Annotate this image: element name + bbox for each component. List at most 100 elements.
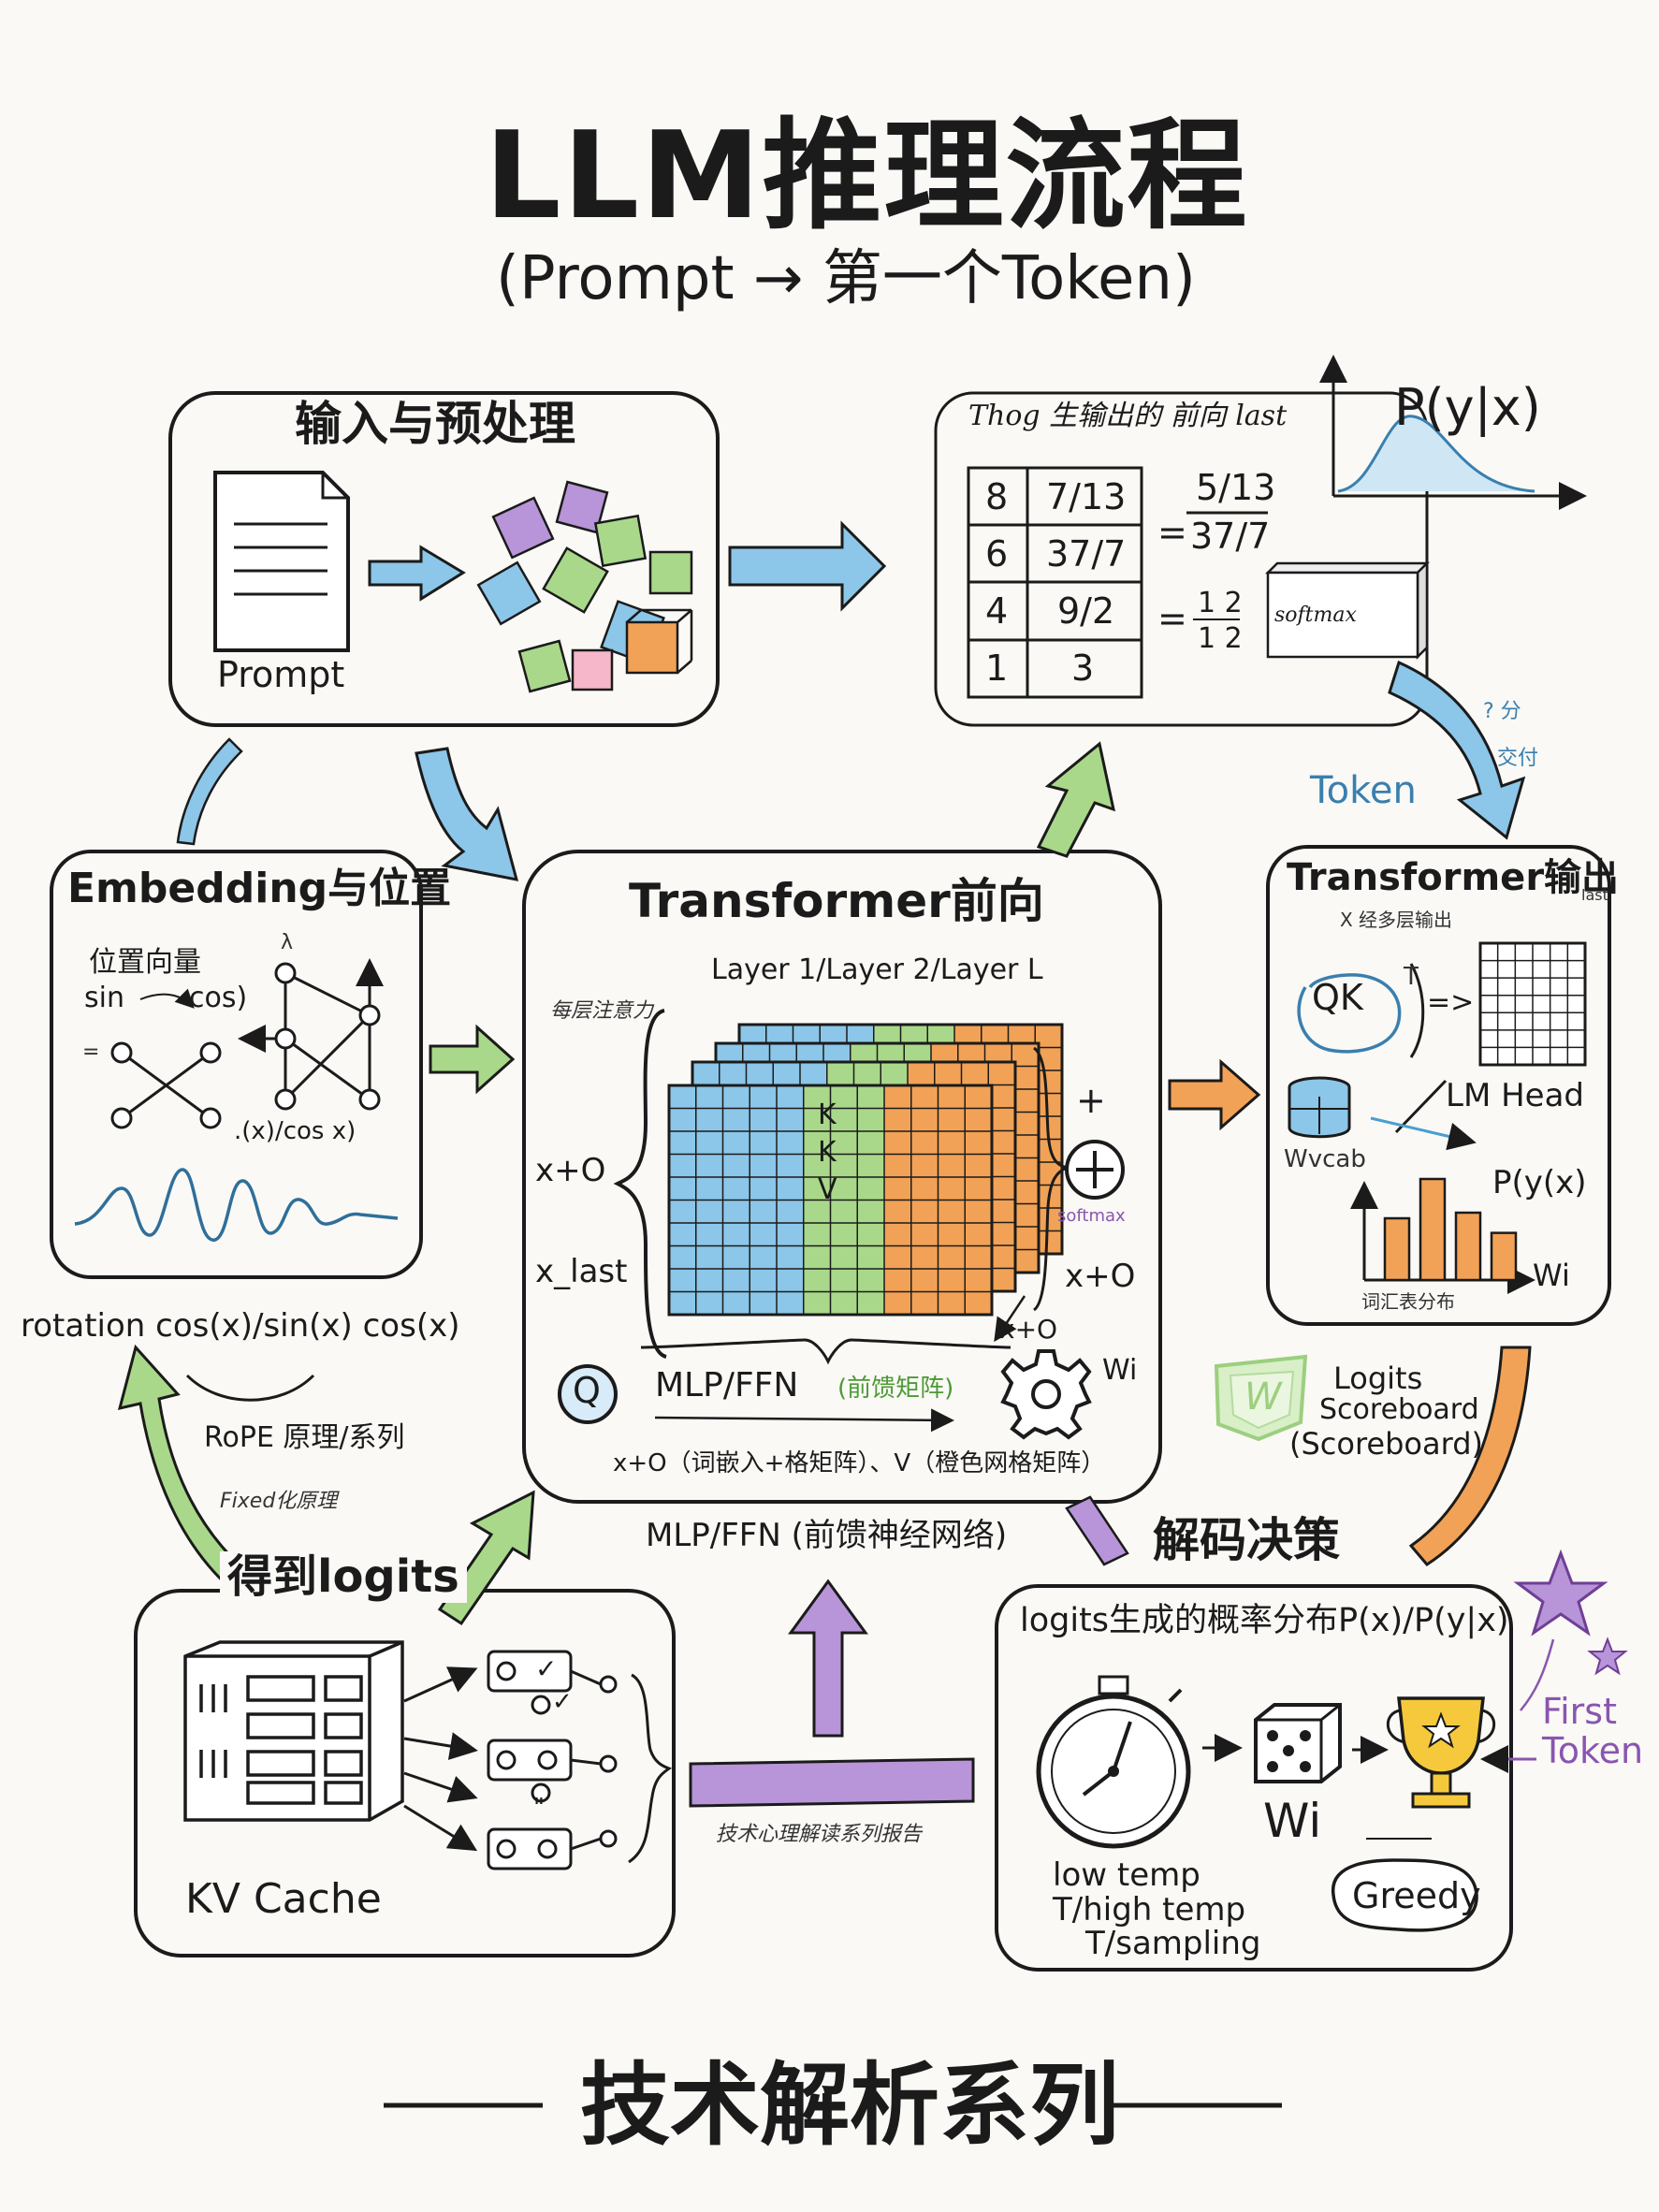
scoreboard-label: Scoreboard [1319,1393,1479,1426]
table-cell-1-1: 37/7 [1046,533,1127,575]
table-cell-3-0: 1 [985,648,1009,689]
page-title: LLM推理流程 [485,107,1249,246]
kv-cache-label: KV Cache [185,1875,382,1923]
token-scribble-2: 交付 [1497,747,1539,770]
kv-tick: " [533,1794,545,1822]
stopwatch-icon [1036,1675,1191,1849]
v-label: V [818,1173,837,1206]
distribution-chart [1319,355,1587,510]
decision-box [995,1584,1513,1972]
py-label: P(y|x) [1394,378,1541,437]
rope-arc [185,1374,315,1402]
layer-grid [667,1084,994,1317]
x-o-right-label: x+O [1065,1258,1136,1295]
output-note: X 经多层输出 [1340,909,1453,931]
vocab-bar-chart [1350,1177,1535,1294]
k-label-2: K [818,1136,837,1169]
output-box [1266,845,1611,1326]
left-brace [613,1009,667,1359]
table-cell-2-0: 4 [985,590,1009,632]
softmax-small-label: softmax [1057,1206,1126,1226]
pyx-label: P(y(x) [1492,1164,1587,1201]
prompt-label: Prompt [217,654,345,695]
gear-icon [1000,1349,1092,1440]
database-icon [1288,1076,1351,1139]
first-token-line1: First [1542,1691,1617,1732]
lm-head-arrow [1370,1116,1477,1151]
logits-label: Logits [1333,1361,1423,1396]
kv-brace [628,1673,673,1864]
fraction-top: 5/13 [1196,467,1276,508]
prob-header: Thog 生输出的 前向 last [968,400,1288,432]
equals-sign-1: = [1157,512,1187,553]
arrow-transformer-to-output [1168,1058,1261,1131]
layers-label: Layer 1/Layer 2/Layer L [711,953,1043,986]
server-icon [183,1640,404,1822]
qk-arrow-label: => [1427,986,1475,1019]
table-cell-3-1: 3 [1071,648,1095,689]
document-icon [213,471,350,652]
func-label: .(x)/cos x) [234,1117,357,1145]
vocab-bar [1419,1177,1447,1282]
sin-cos-arrow [139,988,195,1009]
high-temp-label: T/high temp [1053,1891,1246,1928]
input-box [168,391,720,727]
token-scribble-1: ? 分 [1483,700,1521,723]
rotation-label: rotation cos(x)/sin(x) cos(x) [21,1307,460,1345]
arrow-up-to-transformer [788,1579,868,1738]
star-icon-small [1587,1637,1628,1676]
q-label: Q [573,1370,601,1411]
prob-box [934,391,1429,727]
qk-t-label: T [1404,963,1419,991]
stack-arrow [994,1295,1026,1343]
plus-circle-icon [1065,1140,1125,1200]
vocab-bar [1454,1211,1482,1282]
scoreboard-icon [1214,1354,1308,1442]
trophy-icon [1386,1696,1496,1809]
table-cell-1-0: 6 [985,533,1009,575]
layer-grid-stack [667,1023,1064,1317]
kv-check-2: ✓ [552,1688,573,1716]
decision-wi-label: Wi [1263,1794,1322,1848]
transformer-bottom-note: x+O（词嵌入+格矩阵）、V（橙色网格矩阵） [613,1449,1106,1477]
plus-label: + [1076,1080,1106,1121]
vocab-bar [1490,1231,1518,1282]
qk-icon [1297,963,1425,1058]
arrow-output-to-decision [1408,1346,1532,1566]
embed-box [50,850,423,1279]
star-icon-large [1513,1549,1608,1637]
vocab-dist-label: 词汇表分布 [1361,1290,1455,1313]
arrow-transformer-to-decision [1065,1495,1129,1566]
attention-matrix [1478,941,1587,1067]
table-cell-0-0: 8 [985,476,1009,517]
kv-pairs [403,1650,618,1870]
dice-icon [1254,1703,1342,1783]
mlp-label: MLP/FFN [655,1366,799,1404]
softmax-label: softmax [1274,604,1357,627]
arrow-input-to-prob [728,520,887,612]
star-to-text-line [1520,1638,1555,1711]
arrow-transformer-to-prob [1036,741,1116,858]
page-subtitle: (Prompt → 第一个Token) [496,244,1196,313]
wave-icon [74,1168,399,1242]
token-cubes-icon [476,480,693,693]
kv-check-1: ✓ [535,1653,558,1684]
greedy-label[interactable]: Greedy [1352,1875,1481,1916]
input-box-title: 输入与预处理 [295,397,575,451]
output-box-title: Transformer输出 [1287,856,1620,899]
greedy-badge [1332,1858,1478,1932]
get-logits-label: 得到logits [220,1550,467,1604]
arrow-logits-to-embed [117,1344,255,1598]
arrow-input-to-transformer [415,747,519,881]
q-circle-icon [558,1364,618,1424]
graph-network-icon [110,958,384,1129]
qk-label: QK [1312,977,1363,1018]
fraction2-top: 1 2 [1198,587,1243,619]
sin-label: sin [84,982,124,1014]
value-table [967,466,1143,699]
embed-box-title: Embedding与位置 [67,865,452,912]
eq-marker: = [82,1041,100,1064]
decision-box-title: logits生成的概率分布P(x)/P(y|x) [1020,1602,1509,1639]
output-wi-label: Wi [1533,1258,1570,1293]
